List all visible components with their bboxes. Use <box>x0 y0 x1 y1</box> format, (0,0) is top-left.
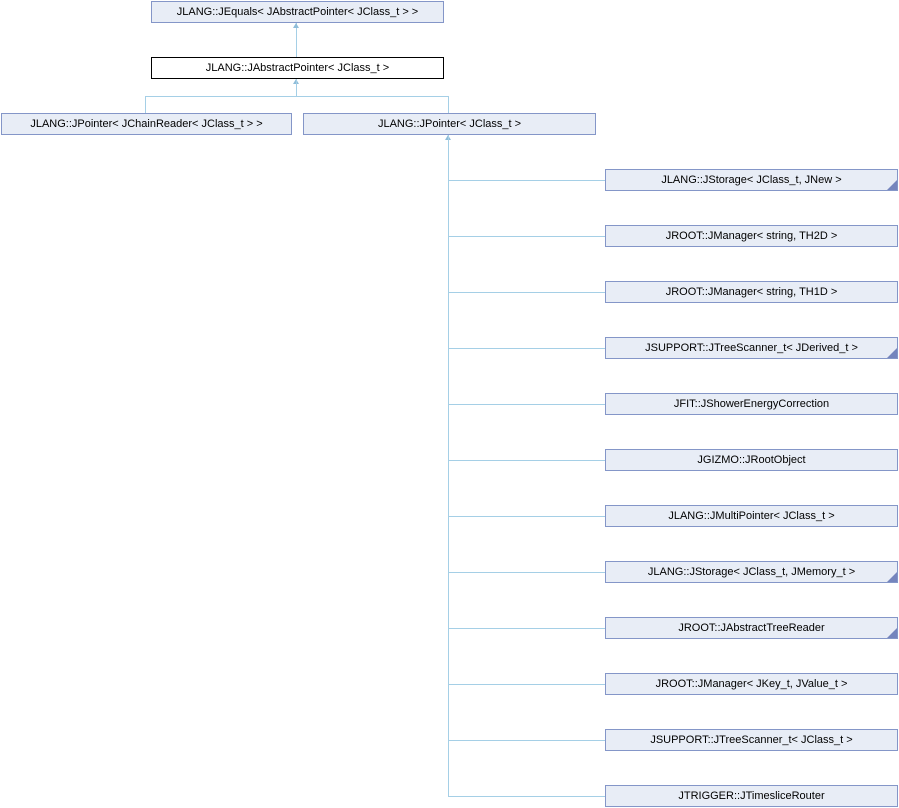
edge-segment <box>448 684 605 685</box>
folded-corner-icon <box>887 348 897 358</box>
edge-segment <box>448 236 605 237</box>
class-node-jpointer[interactable]: JLANG::JPointer< JClass_t > <box>303 113 596 135</box>
edge-segment <box>448 740 605 741</box>
class-node-jstorage_jmemory[interactable]: JLANG::JStorage< JClass_t, JMemory_t > <box>605 561 898 583</box>
edge-segment <box>145 96 449 97</box>
folded-corner-icon <box>887 628 897 638</box>
class-node-jmanager_string_th1d[interactable]: JROOT::JManager< string, TH1D > <box>605 281 898 303</box>
edge-segment <box>448 460 605 461</box>
edge-segment <box>448 348 605 349</box>
class-node-jmanager_jkey_jvalue[interactable]: JROOT::JManager< JKey_t, JValue_t > <box>605 673 898 695</box>
class-node-jequals[interactable]: JLANG::JEquals< JAbstractPointer< JClass… <box>151 1 444 23</box>
class-node-jshowerenergycorrection[interactable]: JFIT::JShowerEnergyCorrection <box>605 393 898 415</box>
edge-segment <box>448 572 605 573</box>
class-node-jrootobject[interactable]: JGIZMO::JRootObject <box>605 449 898 471</box>
class-node-jmanager_string_th2d[interactable]: JROOT::JManager< string, TH2D > <box>605 225 898 247</box>
edge-segment <box>448 292 605 293</box>
class-node-jpointer_chainreader[interactable]: JLANG::JPointer< JChainReader< JClass_t … <box>1 113 292 135</box>
class-node-jabstractpointer: JLANG::JAbstractPointer< JClass_t > <box>151 57 444 79</box>
edge-segment <box>448 96 449 113</box>
edge-segment <box>448 135 449 797</box>
edge-segment <box>145 96 146 113</box>
edge-segment <box>296 23 297 57</box>
edge-segment <box>296 79 297 97</box>
edge-segment <box>448 180 605 181</box>
class-node-jtreescanner_jderived[interactable]: JSUPPORT::JTreeScanner_t< JDerived_t > <box>605 337 898 359</box>
class-node-jtreescanner_jclass[interactable]: JSUPPORT::JTreeScanner_t< JClass_t > <box>605 729 898 751</box>
class-node-jtimeslicerouter[interactable]: JTRIGGER::JTimesliceRouter <box>605 785 898 807</box>
class-node-jabstracttreereader[interactable]: JROOT::JAbstractTreeReader <box>605 617 898 639</box>
edge-segment <box>448 628 605 629</box>
inheritance-arrowhead-icon <box>293 23 299 28</box>
folded-corner-icon <box>887 572 897 582</box>
folded-corner-icon <box>887 180 897 190</box>
edge-segment <box>448 516 605 517</box>
class-node-jstorage_jnew[interactable]: JLANG::JStorage< JClass_t, JNew > <box>605 169 898 191</box>
class-node-jmultipointer[interactable]: JLANG::JMultiPointer< JClass_t > <box>605 505 898 527</box>
edge-segment <box>448 796 605 797</box>
edge-segment <box>448 404 605 405</box>
